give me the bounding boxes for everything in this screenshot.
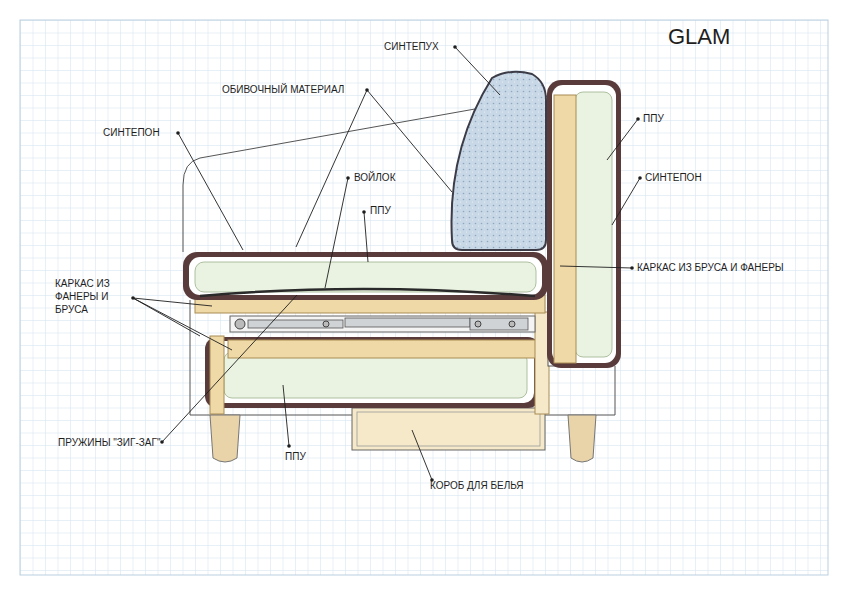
diagram-title: GLAM xyxy=(668,24,730,50)
part-label: СИНТЕПУХ xyxy=(384,41,439,53)
part-label: ВОЙЛОК xyxy=(354,172,395,184)
part-label: ППУ xyxy=(285,451,306,463)
part-label: ППУ xyxy=(370,205,391,217)
part-label: КАРКАС ИЗ БРУСА И ФАНЕРЫ xyxy=(637,262,784,274)
part-label: ПРУЖИНЫ "ЗИГ-ЗАГ" xyxy=(58,437,160,449)
part-label: КОРОБ ДЛЯ БЕЛЬЯ xyxy=(430,480,524,492)
part-label: ОБИВОЧНЫЙ МАТЕРИАЛ xyxy=(222,84,344,96)
part-label: СИНТЕПОН xyxy=(103,127,160,139)
part-label: КАРКАС ИЗ ФАНЕРЫ И БРУСА xyxy=(55,277,123,316)
part-label: ППУ xyxy=(643,113,664,125)
part-label: СИНТЕПОН xyxy=(645,172,702,184)
